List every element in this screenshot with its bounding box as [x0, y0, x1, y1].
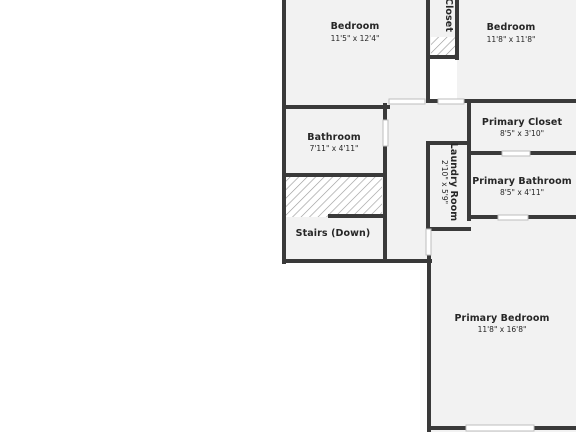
primary-bedroom-door [425, 228, 432, 256]
laundry-room-dims: 2'10" x 5'9" [440, 160, 449, 204]
bathroom-dims: 7'11" x 4'11" [310, 144, 359, 153]
closet-name: Closet [443, 0, 454, 32]
primary-closet-door [501, 150, 531, 157]
bedroom-2-dims: 11'8" x 11'8" [487, 35, 536, 44]
bedroom-1-dims: 11'5" x 12'4" [331, 34, 380, 43]
primary-bedroom-name: Primary Bedroom [454, 313, 549, 324]
room-labels: Bedroom 11'5" x 12'4" Closet Bedroom 11'… [296, 0, 572, 334]
bathroom-floor [283, 107, 385, 175]
closet-hatch [431, 37, 455, 56]
bedroom-2-floor [457, 0, 576, 101]
stairs-hatch [286, 177, 382, 217]
primary-bathroom-door [497, 214, 529, 221]
laundry-room-name: Laundry Room [448, 143, 459, 221]
laundry-room-floor [428, 143, 469, 229]
primary-bedroom-floor [428, 217, 576, 432]
bedroom-1-floor [283, 0, 428, 107]
primary-bedroom-dims: 11'8" x 16'8" [478, 325, 527, 334]
primary-closet-floor [469, 101, 576, 153]
bedroom-1-door [388, 98, 426, 105]
primary-bathroom-dims: 8'5" x 4'11" [500, 188, 544, 197]
primary-closet-dims: 8'5" x 3'10" [500, 129, 544, 138]
primary-bathroom-name: Primary Bathroom [472, 176, 572, 187]
stairs-name: Stairs (Down) [296, 228, 371, 239]
primary-bathroom-floor [469, 153, 576, 217]
bedroom-2-door [437, 98, 465, 105]
bathroom-door [382, 119, 389, 147]
primary-bedroom-window [465, 424, 535, 432]
bedroom-1-name: Bedroom [331, 21, 380, 32]
walls [282, 0, 576, 432]
primary-closet-name: Primary Closet [482, 117, 563, 128]
bathroom-name: Bathroom [307, 132, 360, 143]
bedroom-2-name: Bedroom [487, 22, 536, 33]
openings [382, 98, 535, 432]
